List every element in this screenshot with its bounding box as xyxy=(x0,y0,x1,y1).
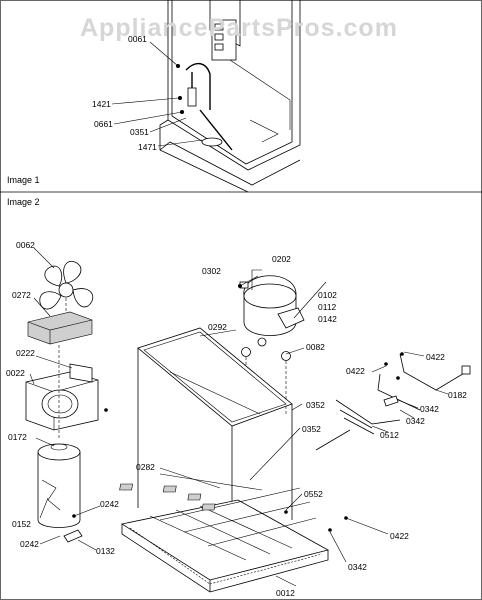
base-pan-0292 xyxy=(137,327,293,560)
part-label: 0282 xyxy=(136,462,155,472)
part-label: 0102 xyxy=(318,290,337,300)
part-label: 0132 xyxy=(96,546,115,556)
part-label: 0061 xyxy=(128,34,147,44)
part-label: 0012 xyxy=(276,588,295,598)
part-label: 0242 xyxy=(20,539,39,549)
base-tray-0012 xyxy=(120,487,330,593)
part-label: 0342 xyxy=(406,416,425,426)
image2-labels: 0062 0272 0222 0022 0172 0152 0242 0242 … xyxy=(6,240,467,598)
part-label: 0272 xyxy=(12,290,31,300)
part-label: 0022 xyxy=(6,368,25,378)
part-label: 0422 xyxy=(426,352,445,362)
image1-labels: 0061 1421 0661 0351 1471 xyxy=(92,34,157,152)
part-label: 0351 xyxy=(130,127,149,137)
leader-lines xyxy=(29,247,449,587)
image1-illustration xyxy=(111,0,301,193)
part-label: 0082 xyxy=(306,342,325,352)
part-label: 0422 xyxy=(346,366,365,376)
part-label: 0202 xyxy=(272,254,291,264)
part-label: 0302 xyxy=(202,266,221,276)
screw-0132 xyxy=(63,529,83,543)
part-label: 0512 xyxy=(380,430,399,440)
fan-shroud-0272 xyxy=(27,311,93,345)
compressor-0202 xyxy=(239,269,305,336)
part-label: 0172 xyxy=(8,432,27,442)
part-label: 0242 xyxy=(100,499,119,509)
part-label: 0292 xyxy=(208,322,227,332)
part-label: 0062 xyxy=(16,240,35,250)
part-label: 1421 xyxy=(92,99,111,109)
panel-title-image2: Image 2 xyxy=(7,197,40,207)
part-label: 0422 xyxy=(390,531,409,541)
tubing-0182 xyxy=(315,352,471,451)
fan-bracket-0022 xyxy=(25,363,99,431)
part-label: 0661 xyxy=(94,119,113,129)
part-label: 0352 xyxy=(306,400,325,410)
part-label: 0552 xyxy=(304,489,323,499)
part-label: 0182 xyxy=(448,390,467,400)
part-label: 0142 xyxy=(318,314,337,324)
part-label: 0342 xyxy=(420,404,439,414)
fan-blade-0062 xyxy=(39,261,94,310)
part-label: 0152 xyxy=(12,519,31,529)
watermark: AppliancePartsPros.com xyxy=(80,14,398,42)
fan-motor-0172 xyxy=(37,443,81,528)
panel-title-image1: Image 1 xyxy=(7,175,40,185)
part-label: 1471 xyxy=(138,142,157,152)
part-label: 0222 xyxy=(16,348,35,358)
part-label: 0112 xyxy=(318,302,337,312)
part-label: 0342 xyxy=(348,562,367,572)
part-label: 0352 xyxy=(302,424,321,434)
